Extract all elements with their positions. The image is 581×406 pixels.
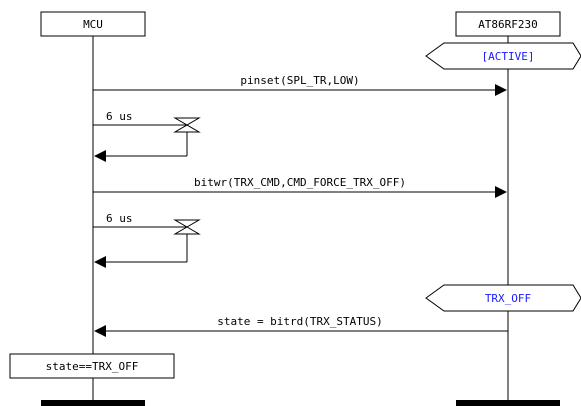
- hourglass-icon: [173, 219, 201, 235]
- message-bitwr: bitwr(TRX_CMD,CMD_FORCE_TRX_OFF): [93, 176, 507, 198]
- final-state: TRX_OFF: [425, 284, 581, 312]
- mcu-label: MCU: [83, 18, 103, 31]
- message-bitrd-label: state = bitrd(TRX_STATUS): [217, 315, 383, 328]
- hourglass-icon: [173, 117, 201, 133]
- delay-2-label: 6 us: [106, 212, 133, 225]
- radio-label: AT86RF230: [478, 18, 538, 31]
- final-state-label: TRX_OFF: [485, 292, 531, 305]
- mcu-lifeline-end: [41, 400, 145, 406]
- message-pinset: pinset(SPL_TR,LOW): [93, 74, 507, 96]
- condition-box: state==TRX_OFF: [9, 353, 175, 379]
- initial-state: [ACTIVE]: [425, 42, 581, 70]
- message-bitrd: state = bitrd(TRX_STATUS): [94, 315, 508, 337]
- message-pinset-label: pinset(SPL_TR,LOW): [240, 74, 359, 87]
- radio-participant: AT86RF230: [455, 11, 561, 37]
- delay-2: 6 us: [93, 212, 201, 268]
- delay-1: 6 us: [93, 110, 201, 162]
- message-bitwr-label: bitwr(TRX_CMD,CMD_FORCE_TRX_OFF): [194, 176, 406, 189]
- condition-label: state==TRX_OFF: [46, 360, 139, 373]
- delay-1-label: 6 us: [106, 110, 133, 123]
- initial-state-label: [ACTIVE]: [482, 50, 535, 63]
- mcu-participant: MCU: [40, 11, 146, 37]
- radio-lifeline-end: [456, 400, 560, 406]
